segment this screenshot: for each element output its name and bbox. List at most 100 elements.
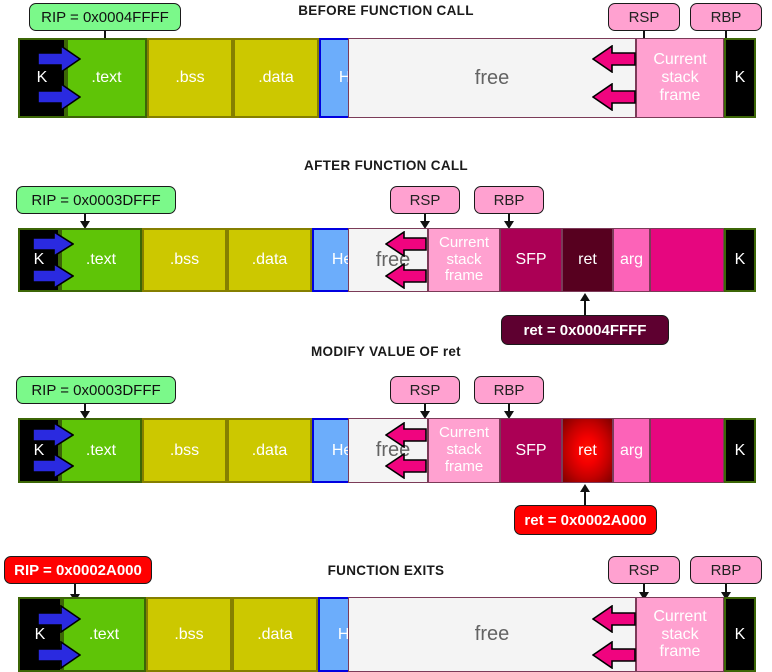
memory-bar: K .text .bss .data Heap free Current sta… xyxy=(18,597,756,672)
segment-bss: .bss xyxy=(142,228,227,292)
rsp-label-text: RSP xyxy=(409,381,441,399)
heap-growth-arrow-upper-icon xyxy=(32,231,74,257)
memory-bar: K .text .bss .data Heap free Current sta… xyxy=(18,228,756,292)
segment-label: K xyxy=(734,251,746,269)
segment-label: .text xyxy=(88,625,120,643)
segment-label: K xyxy=(734,441,746,459)
rsp-label: RSP xyxy=(390,186,460,214)
segment-label: .bss xyxy=(174,625,204,643)
rbp-label: RBP xyxy=(474,186,544,214)
segment-ret-modified: ret xyxy=(562,418,613,483)
ret-value-callout-text: ret = 0x0002A000 xyxy=(524,511,647,529)
segment-sfp: SFP xyxy=(500,418,562,483)
heap-growth-arrow-lower-icon xyxy=(37,83,81,111)
rbp-label: RBP xyxy=(690,556,762,584)
memory-bar: K .text .bss .data Heap free Current sta… xyxy=(18,418,756,483)
heap-growth-arrow-upper-icon xyxy=(37,605,81,633)
segment-label: SFP xyxy=(515,441,547,459)
segment-label: .text xyxy=(85,441,117,459)
segment-label: Current stack frame xyxy=(653,607,707,661)
rsp-label: RSP xyxy=(608,556,680,584)
rsp-connector-line xyxy=(643,31,645,44)
segment-text: .text xyxy=(66,38,147,118)
ret-callout-connector-line xyxy=(584,492,586,506)
rip-label: RIP = 0x0004FFFF xyxy=(29,3,181,31)
rsp-connector-arrowhead xyxy=(420,221,430,229)
segment-label: ret xyxy=(578,441,597,459)
segment-kernel-high: K xyxy=(724,418,756,483)
segment-current-stack-frame: Current stack frame xyxy=(636,38,724,118)
rsp-label-text: RSP xyxy=(409,191,441,209)
rbp-label-text: RBP xyxy=(710,561,742,579)
rip-label-text: RIP = 0x0003DFFF xyxy=(31,381,161,399)
segment-label: .text xyxy=(85,251,117,269)
ret-callout-arrowhead xyxy=(580,484,590,492)
segment-label: arg xyxy=(619,441,644,459)
segment-bss: .bss xyxy=(142,418,227,483)
segment-current-stack-frame: Current stack frame xyxy=(428,228,500,292)
rip-connector-arrowhead xyxy=(80,411,90,419)
rbp-label-text: RBP xyxy=(493,191,525,209)
heap-growth-arrow-lower-icon xyxy=(32,263,74,289)
stack-growth-arrow-upper-icon xyxy=(592,605,636,633)
segment-current-stack-frame: Current stack frame xyxy=(636,597,724,672)
segment-label: .text xyxy=(91,69,122,87)
heap-growth-arrow-lower-icon xyxy=(37,641,81,669)
panel-title: FUNCTION EXITS xyxy=(327,563,445,578)
ret-callout-arrowhead xyxy=(580,293,590,301)
rip-label-text: RIP = 0x0002A000 xyxy=(14,561,142,579)
rsp-connector-arrowhead xyxy=(420,411,430,419)
segment-label: K xyxy=(34,625,46,643)
rsp-connector-line xyxy=(643,584,645,595)
segment-kernel-high: K xyxy=(724,597,756,672)
segment-ret: ret xyxy=(562,228,613,292)
heap-growth-arrow-upper-icon xyxy=(37,45,81,73)
segment-text: .text xyxy=(62,597,146,672)
heap-growth-arrow-lower-icon xyxy=(32,453,74,479)
stack-growth-arrow-upper-icon xyxy=(592,45,636,73)
rip-connector-arrowhead xyxy=(80,221,90,229)
stack-growth-arrow-lower-icon xyxy=(592,641,636,669)
ret-callout-connector-line xyxy=(584,300,586,316)
segment-label: free xyxy=(474,623,510,646)
segment-label: Current stack frame xyxy=(438,233,490,285)
rsp-label-text: RSP xyxy=(628,561,660,579)
segment-label: .data xyxy=(251,441,288,459)
segment-label: Current stack frame xyxy=(438,424,490,475)
ret-value-callout-text: ret = 0x0004FFFF xyxy=(523,321,647,339)
stack-growth-arrow-upper-icon xyxy=(385,231,427,257)
segment-current-stack-frame: Current stack frame xyxy=(428,418,500,483)
segment-kernel-low: K xyxy=(18,38,66,118)
rbp-label-text: RBP xyxy=(710,8,742,26)
rbp-label: RBP xyxy=(690,3,762,31)
rbp-connector-arrowhead xyxy=(721,592,731,600)
rsp-connector-line xyxy=(424,404,426,413)
segment-label: arg xyxy=(619,251,644,269)
rbp-connector-line xyxy=(508,214,510,223)
rbp-label-text: RBP xyxy=(493,381,525,399)
rip-connector-line xyxy=(84,404,86,413)
segment-text: .text xyxy=(60,418,142,483)
rsp-connector-line xyxy=(424,214,426,223)
rbp-connector-line xyxy=(508,404,510,413)
rip-connector-line xyxy=(74,584,76,596)
rbp-connector-line xyxy=(725,584,727,595)
segment-label: free xyxy=(474,66,510,89)
rip-label-text: RIP = 0x0004FFFF xyxy=(41,8,169,26)
rbp-label: RBP xyxy=(474,376,544,404)
segment-label: K xyxy=(33,441,45,459)
panel-title: MODIFY VALUE OF ret xyxy=(311,344,461,359)
rip-label-text: RIP = 0x0003DFFF xyxy=(31,191,161,209)
segment-free-label-holder: free xyxy=(348,597,636,672)
segment-free-label-holder: free xyxy=(348,38,636,118)
rip-connector-line xyxy=(84,214,86,223)
stack-growth-arrow-upper-icon xyxy=(385,422,427,448)
segment-label: .data xyxy=(258,69,294,87)
rip-label: RIP = 0x0003DFFF xyxy=(16,186,176,214)
segment-data: .data xyxy=(227,418,312,483)
stack-growth-arrow-lower-icon xyxy=(385,263,427,289)
segment-label: .bss xyxy=(169,441,200,459)
segment-label: K xyxy=(36,69,48,87)
segment-bss: .bss xyxy=(147,38,233,118)
segment-label: K xyxy=(33,251,45,269)
